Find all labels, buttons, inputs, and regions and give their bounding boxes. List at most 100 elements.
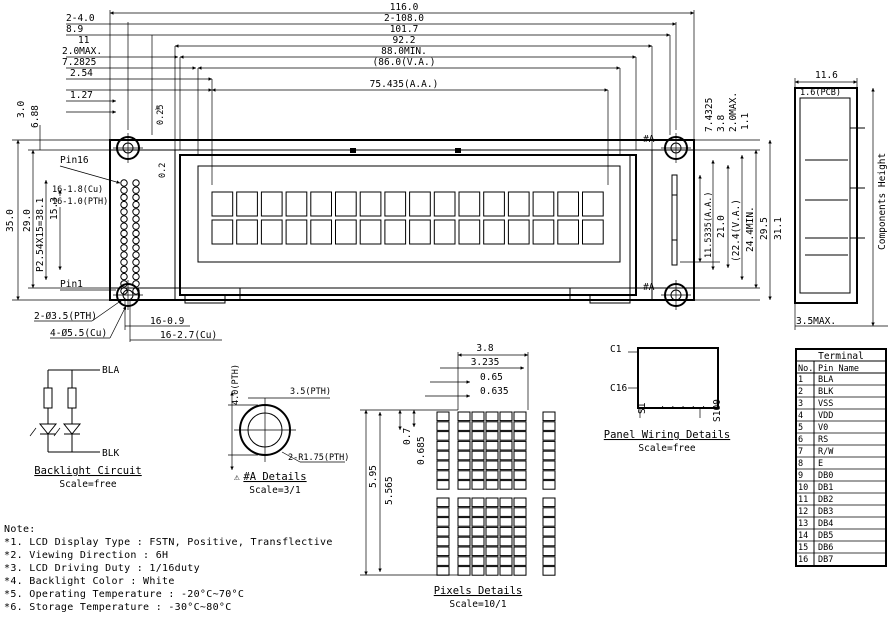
pin-pad — [120, 200, 128, 209]
terminal-pin-number: 9 — [798, 471, 803, 481]
pixel-dot — [436, 460, 450, 471]
pixel-dot — [542, 517, 556, 527]
pixel-dot — [485, 431, 499, 441]
note-5: *5. Operating Temperature : -20°C~70°C — [4, 589, 244, 600]
terminal-pin-name: R/W — [818, 447, 834, 457]
pixel-dot — [485, 470, 499, 480]
viewing-area-outline — [197, 165, 621, 263]
pixel-dot — [542, 566, 556, 576]
front-view: 0.25 0.2 — [109, 105, 695, 304]
dim-mount-hole: 2-Ø3.5(PTH) — [34, 311, 97, 322]
pixel-dot — [542, 411, 556, 422]
terminal-pin-number: 1 — [798, 375, 803, 385]
pin-pad — [120, 229, 128, 238]
terminal-pin-name: DB3 — [818, 507, 833, 517]
pin-16-label: Pin16 — [60, 155, 89, 166]
panel-wiring-title: Panel Wiring Details — [604, 429, 730, 441]
terminal-col-name: Pin Name — [818, 364, 859, 374]
terminal-pin-number: 13 — [798, 519, 808, 529]
terminal-pin-number: 12 — [798, 507, 808, 517]
backlight-scale: Scale=free — [59, 479, 116, 490]
terminal-pin-name: DB7 — [818, 555, 833, 565]
note-1: *1. LCD Display Type : FSTN, Positive, T… — [4, 537, 333, 548]
character-cell — [211, 219, 234, 245]
dim-glass-width: 92.2 — [393, 35, 416, 46]
pixel-dot — [513, 517, 527, 527]
pin-pad — [132, 258, 140, 266]
na-details-title: #A Details — [243, 471, 306, 483]
terminal-pin-name: VSS — [818, 399, 833, 409]
terminal-pin-name: BLK — [818, 387, 834, 397]
character-cell — [359, 191, 382, 217]
dim-max-thickness: 2.0MAX. — [62, 46, 102, 57]
pixel-dot — [436, 536, 450, 547]
mounting-holes — [113, 133, 691, 310]
note-2: *2. Viewing Direction : 6H — [4, 550, 168, 561]
pixel-dimension-lines — [360, 352, 529, 576]
pin-pad — [120, 186, 128, 194]
dim-mount-height: 29.0 — [22, 209, 33, 232]
pixel-dot — [513, 480, 527, 490]
c16-label: C16 — [610, 383, 627, 394]
left-dimension-lines — [12, 125, 110, 301]
s100-label: S100 — [712, 399, 723, 422]
pixel-dot — [542, 507, 556, 517]
blk-label: BLK — [102, 448, 119, 459]
dim-overall-height: 35.0 — [5, 209, 16, 232]
character-cell — [532, 191, 555, 217]
pin-pad — [132, 265, 140, 274]
dim-top-margin: 3.0 — [16, 101, 27, 118]
pin-pad — [132, 200, 140, 209]
dim-active-height: 11.5335(A.A.) — [704, 191, 714, 258]
backlight-circuit — [29, 369, 100, 453]
pixel-dot — [499, 536, 513, 547]
pixel-dot — [485, 411, 499, 422]
pixel-dot — [436, 566, 450, 576]
pin-1-label: Pin1 — [60, 279, 83, 290]
dim-min-height: 24.4MIN. — [745, 206, 756, 252]
pixel-dot — [457, 440, 471, 451]
pixel-dot — [542, 497, 556, 508]
pixel-dot — [499, 421, 513, 431]
pixel-dot — [471, 566, 485, 576]
terminal-pin-name: BLA — [818, 375, 833, 385]
character-cell — [384, 219, 407, 245]
left-dimension-texts: 3.0 6.88 35.0 29.0 P2.54X15=38.1 16-1.0(… — [5, 101, 108, 272]
dim-side-depth: 11.6 — [815, 70, 838, 81]
pixel-dot — [499, 566, 513, 576]
c1-label: C1 — [610, 344, 622, 355]
character-cell — [483, 219, 505, 245]
side-view — [794, 78, 888, 330]
terminal-col-no: No. — [798, 364, 813, 374]
pixel-dot — [499, 556, 513, 566]
pixel-dot — [542, 460, 556, 471]
pixel-dot — [485, 546, 499, 557]
dim-glass-top: 3.8 — [716, 115, 727, 132]
pixel-dot — [471, 536, 485, 547]
pixel-dot — [485, 497, 499, 508]
warning-icon: ⚠ — [155, 102, 161, 113]
hole-callouts: 2-Ø3.5(PTH) 4-Ø5.5(Cu) 16-0.9 16-2.7(Cu) — [34, 299, 222, 342]
terminal-pin-name: DB4 — [818, 519, 833, 529]
character-cell — [236, 219, 258, 245]
note-3: *3. LCD Driving Duty : 1/16duty — [4, 563, 200, 574]
pin-pad — [132, 193, 140, 202]
dim-bezel-height: 29.5 — [759, 217, 770, 240]
pixel-dot — [457, 470, 471, 480]
dim-pin-hole-size: 16-0.9 — [150, 316, 185, 327]
terminal-pin-name: DB1 — [818, 483, 833, 493]
pixel-dot — [471, 431, 485, 441]
pixel-dot — [471, 450, 485, 461]
pixel-dot — [457, 526, 471, 537]
character-cell — [260, 219, 283, 245]
terminal-pin-number: 15 — [798, 543, 808, 553]
pixel-dot — [499, 450, 513, 461]
pixel-dot — [542, 526, 556, 537]
pixel-dot — [436, 450, 450, 461]
pixel-dot — [485, 480, 499, 490]
s1-label: S1 — [637, 402, 648, 414]
dim-na-pth: 4.0(PTH) — [231, 364, 241, 405]
character-cells — [211, 191, 604, 245]
